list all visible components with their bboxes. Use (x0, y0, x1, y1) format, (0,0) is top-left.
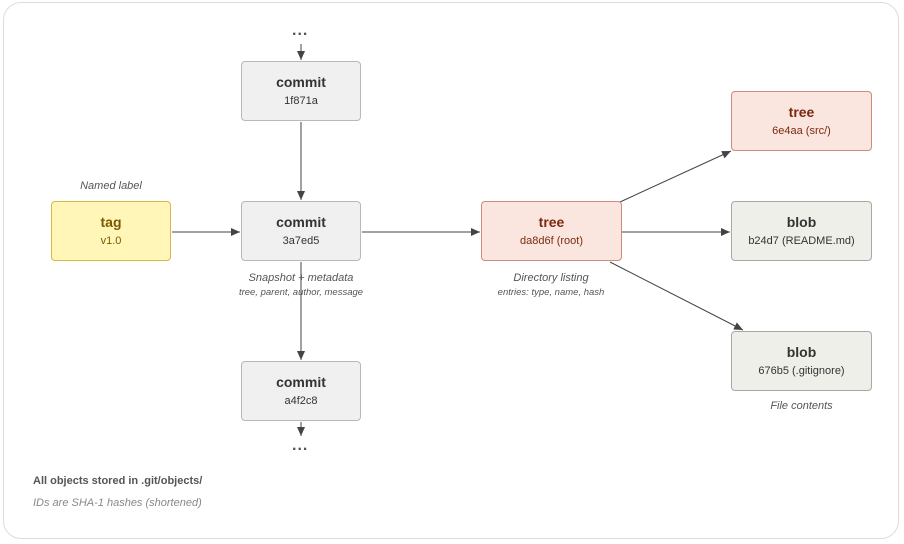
blob-node-type: blob (786, 214, 817, 230)
commit-node-id: 3a7ed5 (282, 235, 320, 247)
tree-node-type: tree (538, 214, 565, 230)
storage-note: All objects stored in .git/objects/ (33, 475, 203, 487)
tree-node-type: tree (788, 104, 815, 120)
tree-node-id: 6e4aa (src/) (772, 125, 831, 137)
tag-node[interactable]: tag v1.0 (51, 201, 171, 261)
hash-note: IDs are SHA-1 hashes (shortened) (33, 497, 202, 509)
blob-caption: File contents (770, 400, 833, 412)
ellipsis-top: ... (292, 22, 309, 39)
tag-node-type: tag (100, 214, 122, 230)
commit-caption-detail: tree, parent, author, message (238, 287, 364, 298)
tree-caption-detail: entries: type, name, hash (497, 287, 605, 298)
tree-caption: Directory listing (513, 272, 589, 284)
commit-node-main[interactable]: commit 3a7ed5 (241, 201, 361, 261)
tag-node-id: v1.0 (100, 235, 122, 247)
commit-node-id: 1f871a (284, 95, 318, 107)
tree-node-src[interactable]: tree 6e4aa (src/) (731, 91, 872, 151)
commit-node-top[interactable]: commit 1f871a (241, 61, 361, 121)
commit-node-type: commit (276, 214, 326, 230)
ellipsis-bottom: ... (292, 437, 309, 454)
tag-caption: Named label (80, 180, 142, 192)
commit-node-type: commit (276, 74, 326, 90)
edge-tree-root-to-blob-gitignore (609, 261, 744, 331)
tree-node-id: da8d6f (root) (520, 235, 583, 247)
blob-node-readme[interactable]: blob b24d7 (README.md) (731, 201, 872, 261)
blob-node-gitignore[interactable]: blob 676b5 (.gitignore) (731, 331, 872, 391)
commit-node-id: a4f2c8 (284, 395, 318, 407)
blob-node-id: 676b5 (.gitignore) (758, 365, 845, 377)
commit-node-type: commit (276, 374, 326, 390)
blob-node-type: blob (786, 344, 817, 360)
commit-caption: Snapshot + metadata (248, 272, 354, 284)
tree-node-root[interactable]: tree da8d6f (root) (481, 201, 622, 261)
blob-node-id: b24d7 (README.md) (748, 235, 855, 247)
commit-node-bottom[interactable]: commit a4f2c8 (241, 361, 361, 421)
edge-tree-root-to-tree-src (619, 150, 732, 203)
